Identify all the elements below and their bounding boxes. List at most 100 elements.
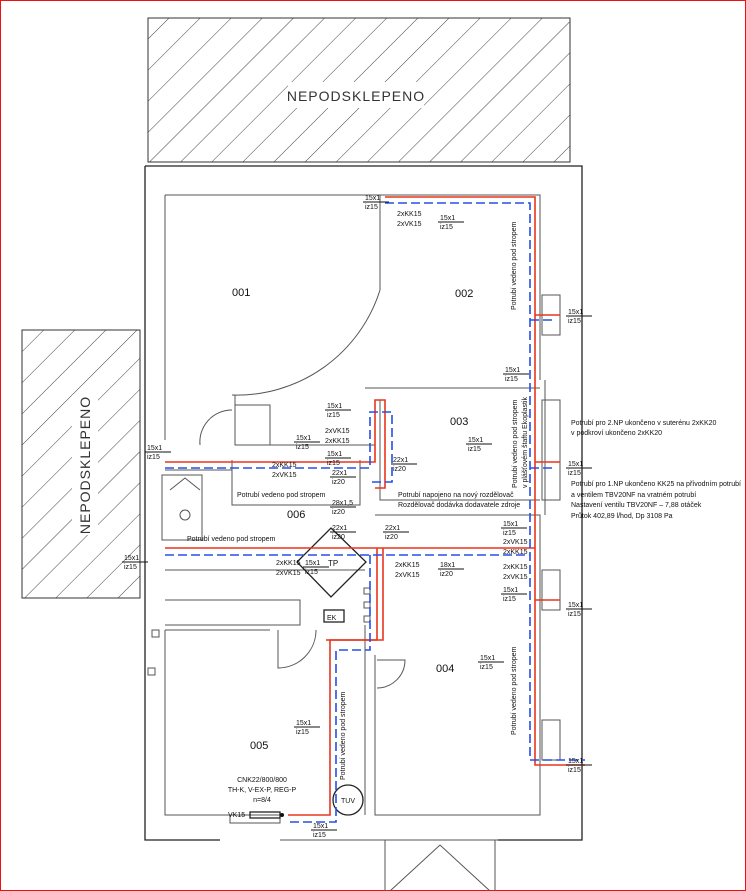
note-1np-4: Průtok 402,89 l/hod, Dp 3108 Pa (571, 512, 673, 520)
valve-spec: 2xKK15 (276, 560, 301, 567)
pipe-insulation: iz15 (296, 444, 309, 451)
note-ceiling-005: Potrubí vedeno pod stropem (340, 691, 347, 780)
note-ceiling-003-a: Potrubí vedeno pod stropem (512, 399, 519, 488)
unexcavated-top-label: NEPODSKLEPENO (287, 88, 425, 104)
pipe-insulation: iz15 (440, 224, 453, 231)
pipe-insulation: iz15 (568, 767, 581, 774)
vk-label: VK15 (228, 812, 245, 819)
return-pipes (165, 202, 585, 823)
pipe-size: 15x1 (468, 437, 483, 444)
pipe-size: 15x1 (124, 555, 139, 562)
tuv-label: TUV (341, 798, 355, 805)
room-006: 006 (287, 509, 305, 521)
pipe-size: 22x1 (385, 525, 400, 532)
pipe-size: 15x1 (568, 309, 583, 316)
pipe-insulation: iz20 (385, 534, 398, 541)
pipe-size: 15x1 (327, 403, 342, 410)
pipe-size: 15x1 (296, 720, 311, 727)
pipe-dimension-label: 15x1 iz15 (438, 215, 464, 231)
pipe-dimension-label: 15x1 iz15 (566, 758, 592, 774)
valve-label: 2xVK15 2xKK15 (325, 428, 350, 445)
note-ceiling-004: Potrubí vedeno pod stropem (511, 646, 518, 735)
valve-spec: 2xKK15 (397, 211, 422, 218)
valve-spec: 2xVK15 (325, 428, 350, 435)
note-1np-3: Nastavení ventilu TBV20NF – 7,88 otáček (571, 502, 702, 509)
valve-spec: 2xKK15 (503, 549, 528, 556)
pipe-insulation: iz15 (327, 412, 340, 419)
electric-box-ek[interactable]: EK (323, 609, 345, 623)
valve-spec: 2xVK15 (503, 539, 528, 546)
pipe-dimension-label: 22x1 iz20 (383, 525, 409, 541)
valve-label: 2xKK15 2xVK15 (395, 562, 420, 579)
note-1np-1: Potrubí pro 1.NP ukončeno KK25 na přívod… (571, 481, 741, 488)
radiator-type: CNK22/800/800 (237, 777, 287, 784)
supply-pipes (165, 196, 585, 816)
valve-spec: 2xVK15 (395, 572, 420, 579)
valve-label: 2xVK15 2xKK15 (503, 539, 528, 556)
pipe-size: 15x1 (305, 560, 320, 567)
pipe-size: 15x1 (568, 461, 583, 468)
valve-spec: 2xVK15 (397, 221, 422, 228)
pipe-insulation: iz20 (393, 466, 406, 473)
pipe-insulation: iz20 (440, 571, 453, 578)
pipe-size: 18x1 (440, 562, 455, 569)
valve-label: 2xKK15 2xVK15 (397, 211, 422, 228)
pipe-dimension-label: 18x1 iz20 (438, 562, 464, 578)
walls (144, 165, 583, 891)
valve-spec: 2xKK15 (395, 562, 420, 569)
pipe-size: 15x1 (503, 587, 518, 594)
note-distributor-1: Potrubí napojeno na nový rozdělovač (398, 492, 514, 499)
note-ceiling-006-top: Potrubí vedeno pod stropem (237, 492, 326, 499)
unexcavated-left: NEPODSKLEPENO (21, 329, 141, 599)
note-ceiling-003-b: v plášťovém štaftu Ekoplastik (522, 397, 529, 488)
pipe-insulation: iz15 (568, 611, 581, 618)
note-distributor-2: Rozdělovač dodávka dodavatele zdroje (398, 502, 520, 509)
pipe-insulation: iz15 (305, 569, 318, 576)
valve-spec: 2xKK15 (503, 564, 528, 571)
pipe-insulation: iz15 (147, 454, 160, 461)
pipe-insulation: iz15 (365, 204, 378, 211)
pipe-size: 15x1 (440, 215, 455, 222)
hot-water-tank-tuv[interactable]: TUV (332, 784, 364, 816)
heat-source-tp[interactable]: TP (296, 527, 367, 598)
pipe-dimension-label: 22x1 iz20 (330, 470, 356, 486)
pipe-insulation: iz15 (568, 318, 581, 325)
room-labels: 001 002 003 004 005 006 (232, 287, 473, 752)
pipe-size: 22x1 (332, 470, 347, 477)
pipe-insulation: iz15 (124, 564, 137, 571)
pipe-insulation: iz15 (296, 729, 309, 736)
pipe-size: 28x1,5 (332, 500, 353, 507)
pipe-insulation: iz20 (332, 479, 345, 486)
room-005: 005 (250, 740, 268, 752)
pipe-size: 15x1 (568, 602, 583, 609)
radiator-valves: TH-K, V-EX-P, REG-P (228, 787, 297, 794)
pipe-labels: 15x1 iz15 15x1 iz15 15x1 iz15 15x1 iz15 15x1 iz15… (122, 195, 592, 839)
pipe-dimension-label: 15x1 iz15 (566, 602, 592, 618)
valve-spec: 2xKK15 (325, 438, 350, 445)
unexcavated-top: NEPODSKLEPENO (147, 17, 571, 163)
room-004: 004 (436, 663, 454, 675)
pipe-dimension-label: 15x1 iz15 (294, 720, 320, 736)
pipe-size: 15x1 (568, 758, 583, 765)
radiator-setting: n=8/4 (253, 797, 271, 804)
pipe-insulation: iz15 (503, 530, 516, 537)
room-002: 002 (455, 288, 473, 300)
valve-labels: 2xKK152xVK152xVK152xKK152xKK152xVK152xKK… (272, 211, 528, 581)
room-003: 003 (450, 416, 468, 428)
pipe-dimension-label: 15x1 iz15 (325, 403, 351, 419)
radiator[interactable]: VK15 CNK22/800/800 TH-K, V-EX-P, REG-P n… (228, 777, 297, 819)
pipe-insulation: iz20 (332, 534, 345, 541)
valve-spec: 2xKK15 (272, 462, 297, 469)
